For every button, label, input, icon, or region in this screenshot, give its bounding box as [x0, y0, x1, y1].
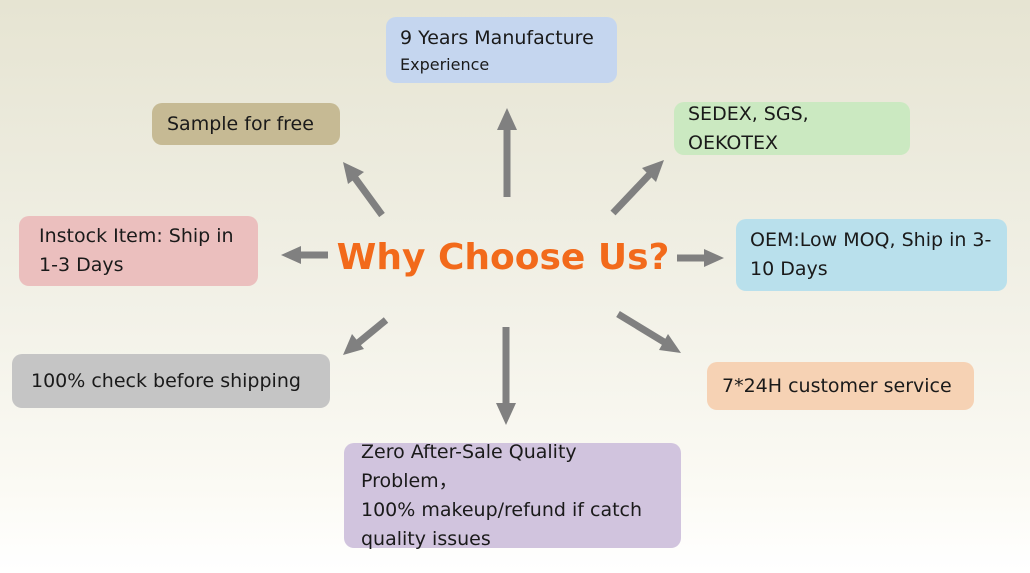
box-instock-line1: Instock Item: Ship in [39, 225, 234, 247]
box-customer-service: 7*24H customer service [707, 362, 974, 410]
box-manufacture-line2: Experience [400, 54, 490, 74]
box-instock-item: Instock Item: Ship in 1-3 Days [19, 216, 258, 286]
center-title: Why Choose Us? [336, 237, 670, 278]
arrow-down-right [616, 311, 681, 353]
box-quality-line1: Zero After-Sale Quality Problem， [361, 440, 577, 492]
box-sample-for-free: Sample for free [152, 103, 340, 145]
box-check-text: 100% check before shipping [31, 369, 301, 392]
box-service-text: 7*24H customer service [722, 374, 952, 397]
arrow-down-left [343, 317, 389, 355]
box-certifications-text: SEDEX, SGS, OEKOTEX [688, 102, 809, 154]
box-instock-line2: 1-3 Days [39, 254, 124, 276]
box-zero-after-sale: Zero After-Sale Quality Problem， 100% ma… [344, 441, 681, 550]
arrow-up-left [343, 162, 385, 218]
arrow-down [496, 327, 516, 425]
box-oem-line1: OEM:Low MOQ, Ship in 3- [750, 229, 992, 251]
box-oem-low-moq: OEM:Low MOQ, Ship in 3- 10 Days [736, 219, 1007, 291]
box-quality-line3: quality issues [361, 527, 491, 550]
arrow-up-right [610, 160, 664, 216]
arrow-right [677, 249, 724, 267]
box-certifications: SEDEX, SGS, OEKOTEX [674, 102, 910, 155]
box-oem-line2: 10 Days [750, 258, 828, 280]
box-manufacture-experience: 9 Years Manufacture Experience [386, 17, 617, 83]
box-manufacture-line1: 9 Years Manufacture [400, 26, 594, 49]
arrow-up [497, 108, 517, 197]
arrow-left [281, 246, 328, 264]
box-quality-line2: 100% makeup/refund if catch [361, 498, 643, 521]
box-check-before-shipping: 100% check before shipping [12, 354, 330, 408]
box-sample-text: Sample for free [167, 112, 314, 135]
